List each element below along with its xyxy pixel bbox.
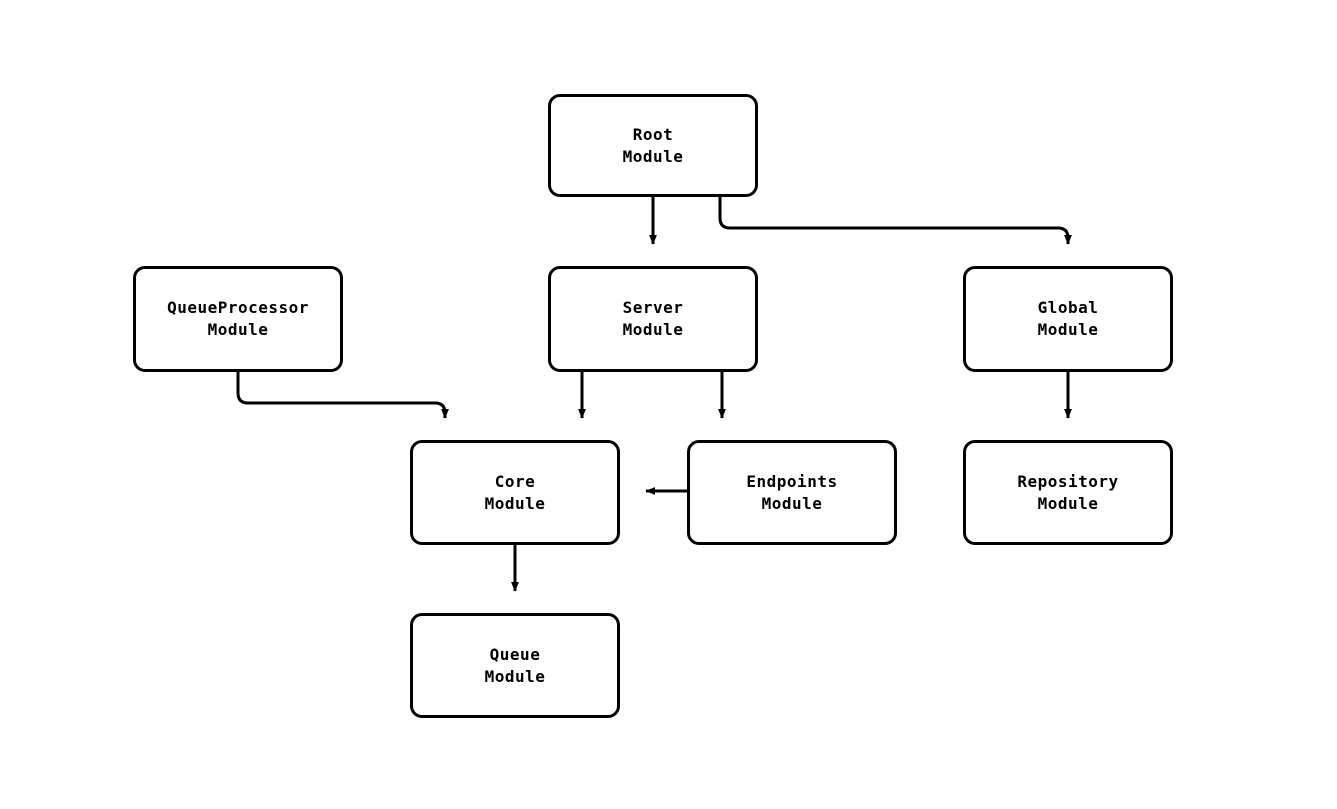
node-repository-line1: Repository [1017, 471, 1119, 491]
node-queueprocessor-line1: QueueProcessor [167, 298, 309, 317]
node-repository-line2: Module [1037, 493, 1099, 513]
node-queue[interactable]: Queue Module [410, 613, 620, 718]
node-root-line1: Root [632, 124, 674, 144]
node-queueprocessor[interactable]: QueueProcessor Module [133, 266, 343, 372]
node-global-line2: Module [1037, 320, 1099, 339]
node-queueprocessor-line2: Module [207, 320, 269, 339]
node-queue-line1: Queue [489, 644, 541, 664]
edge-root-to-global [718, 197, 1072, 245]
node-root[interactable]: Root Module [548, 94, 758, 197]
node-queue-line2: Module [484, 666, 546, 686]
node-endpoints-line2: Module [761, 493, 823, 513]
node-endpoints[interactable]: Endpoints Module [687, 440, 897, 545]
node-server-line1: Server [622, 298, 684, 317]
node-core-line2: Module [484, 493, 546, 513]
node-core[interactable]: Core Module [410, 440, 620, 545]
node-core-line1: Core [494, 471, 536, 491]
node-global-line1: Global [1037, 298, 1099, 317]
edge-queueprocessor-to-core [236, 372, 449, 419]
node-global[interactable]: Global Module [963, 266, 1173, 372]
node-endpoints-line1: Endpoints [746, 471, 838, 491]
node-server-line2: Module [622, 320, 684, 339]
node-repository[interactable]: Repository Module [963, 440, 1173, 545]
node-root-line2: Module [622, 146, 684, 166]
node-server[interactable]: Server Module [548, 266, 758, 372]
